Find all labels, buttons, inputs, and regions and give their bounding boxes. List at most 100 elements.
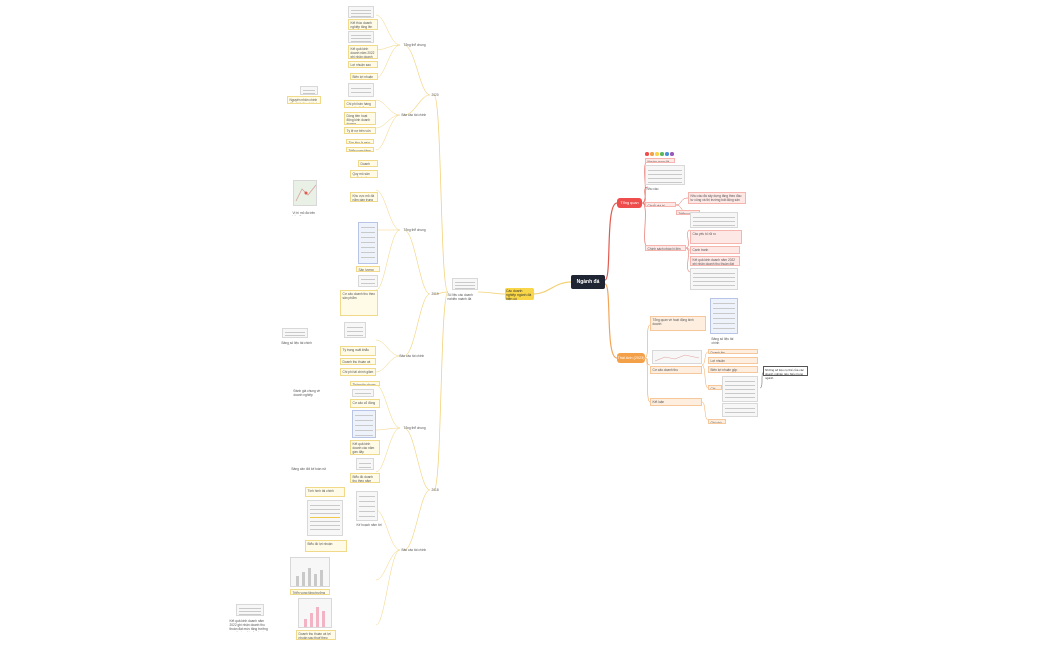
sec2-side-node-1[interactable]: Vị trí mỏ đá trên bản đồ — [292, 211, 316, 216]
thai-anh-node-8[interactable]: Ghi chú — [708, 419, 726, 424]
sec1-side-thumbnail — [300, 86, 318, 95]
section-report-1[interactable]: Bảo cáo tài chính 2022 — [401, 113, 427, 117]
overview-node-2[interactable]: Nhu cầu — [646, 187, 659, 191]
thai-anh-node-7[interactable]: Kết luận — [650, 398, 702, 406]
overview-thumbnail-3 — [690, 268, 738, 290]
sec3-doc-thumbnail — [307, 500, 343, 536]
section-report-3[interactable]: Bảo cáo tài chính 2022 — [401, 548, 427, 552]
sec2-node-5[interactable]: Cơ cấu doanh thu theo sản phẩm — [340, 290, 378, 316]
thai-anh-node-6[interactable]: Chi tiết — [708, 385, 722, 390]
sec3-bar-chart-thumbnail — [290, 557, 330, 587]
sec1-node-5[interactable]: Chi phí bán hàng và quản lý được kiểm so… — [344, 100, 376, 108]
sec3-side-node-2[interactable]: Bảng cân đối kế toán rút gọn — [291, 467, 327, 472]
sec3-pink-chart-thumbnail — [298, 598, 332, 628]
sec3-node-6[interactable]: Kế hoạch năm tới — [356, 523, 382, 527]
sec3-node-8[interactable]: Triển vọng tăng trưởng năm tiếp theo — [290, 589, 330, 595]
purple-dot-icon[interactable] — [670, 152, 674, 156]
overview-node-7[interactable]: Các yếu tố rủi ro — [690, 230, 742, 244]
yellow-dot-icon[interactable] — [655, 152, 659, 156]
sec2-node-6[interactable]: Tỷ trọng xuất khẩu — [340, 346, 376, 356]
sec3-side-thumbnail — [236, 604, 264, 616]
overview-node-10[interactable]: Kết quả kinh doanh năm 2022 ghi nhận doa… — [690, 256, 740, 266]
sec3-node-7-label[interactable]: Biểu đồ lợi nhuận — [305, 540, 347, 552]
overview-node-5[interactable]: Nhu cầu đá xây dựng tăng theo đầu tư côn… — [688, 192, 746, 204]
sec2-node-8[interactable]: Chi phí tài chính giảm — [340, 368, 376, 376]
thai-anh-table-thumbnail — [710, 298, 738, 334]
sec2-table-thumbnail — [358, 222, 378, 264]
sec1-chart-thumbnail — [348, 83, 374, 97]
thai-anh-node-2[interactable]: Cơ cấu doanh thu — [650, 366, 702, 374]
line-chart-icon — [654, 354, 700, 362]
mindmap-root[interactable]: Ngành đá — [571, 275, 605, 289]
sec2-side-node-2[interactable]: Bảng số liệu tài chính tóm tắt — [281, 341, 312, 345]
sec1-thumbnail-2 — [348, 31, 374, 43]
sec3-thumbnail-3 — [356, 491, 378, 521]
sec3-node-1[interactable]: Thông tin chung về doanh nghiệp và lĩnh … — [350, 381, 380, 386]
thai-anh-node-1[interactable]: Tổng quan về hoạt động kinh doanh — [650, 316, 706, 331]
thai-anh-chart-thumbnail — [652, 350, 702, 364]
sec3-node-4[interactable]: Biểu đồ doanh thu theo năm — [350, 473, 380, 483]
blue-dot-icon[interactable] — [665, 152, 669, 156]
section-report-2[interactable]: Bảo cáo tài chính 2022 — [399, 354, 425, 358]
branch-overview[interactable]: Tổng quan — [617, 198, 642, 208]
sec3-thumbnail-2 — [356, 458, 374, 470]
sec1-node-8[interactable]: Tồn kho ở mức hợp lý — [346, 139, 374, 144]
callout-note[interactable]: Những số liệu cụ thể của các doanh nghiệ… — [763, 366, 808, 380]
branch-thai-anh[interactable]: Thái Anh (2023) — [617, 353, 645, 363]
sec2-node-7[interactable]: Doanh thu thuần và lợi nhuận sau thuế th… — [340, 358, 376, 365]
orange-dot-icon[interactable] — [650, 152, 654, 156]
sec2-node-2[interactable]: Quy mô sản xuất và công suất khai thác đ… — [350, 170, 378, 178]
branch-companies[interactable]: Các doanh nghiệp ngành đá hiện có — [505, 288, 534, 301]
year-node-2020[interactable]: 2020 — [431, 93, 439, 97]
overview-thumbnail-2 — [690, 212, 738, 228]
thai-anh-doc-thumbnail-2 — [722, 403, 758, 417]
sec3-side-node-3[interactable]: Kết quả kinh doanh năm 2022 ghi nhận doa… — [229, 619, 268, 632]
year-node-2018[interactable]: 2018 — [431, 488, 439, 492]
pink-bar-chart-icon — [304, 607, 325, 627]
sec2-map-thumbnail — [293, 180, 317, 206]
sec3-side-node-1[interactable]: Đánh giá chung về doanh nghiệp — [293, 389, 321, 397]
overview-node-9[interactable]: Cạnh tranh — [690, 246, 740, 254]
overview-node-1[interactable]: Nguồn cung đá — [645, 158, 675, 163]
sec3-table-thumbnail — [352, 410, 376, 438]
sec3-node-9[interactable]: Doanh thu thuần và lợi nhuận sau thuế th… — [296, 630, 336, 640]
map-icon — [295, 184, 316, 202]
node-toolbar[interactable] — [645, 151, 679, 157]
sec1-node-4[interactable]: Biên lợi nhuận gộp cải thiện đáng kể — [350, 73, 378, 80]
sec2-thumbnail-2 — [358, 275, 378, 287]
thai-anh-node-3[interactable]: Doanh thu — [708, 349, 758, 354]
sec3-node-3[interactable]: Kết quả kinh doanh các năm gần đây — [350, 440, 380, 455]
section-general-2[interactable]: Tổng thể chung — [403, 228, 426, 232]
thai-anh-node-4[interactable]: Lợi nhuận — [708, 357, 758, 364]
sec2-thumbnail-3 — [344, 322, 366, 338]
sec2-node-4[interactable]: Sản lượng tiêu thụ tăng trưởng ổn định q… — [356, 266, 380, 272]
red-dot-icon[interactable] — [645, 152, 649, 156]
sec2-node-1[interactable]: Doanh nghiệp có vị trí thuận lợi — [358, 160, 378, 167]
thai-anh-node-5[interactable]: Biên lợi nhuận gộp — [708, 366, 758, 373]
sec1-node-6[interactable]: Dòng tiền hoạt động kinh doanh dương — [344, 112, 376, 125]
overview-node-8[interactable]: Chính sách pháp lý liên quan — [645, 245, 686, 251]
companies-thumbnail — [452, 278, 478, 290]
sec2-node-3[interactable]: Khu vực mỏ đá nằm gần trung tâm phân phố… — [350, 192, 378, 202]
sec1-node-2[interactable]: Kết quả kinh doanh năm 2022 ghi nhận doa… — [348, 45, 378, 59]
sec1-side-node[interactable]: Nguyên nhân chính dẫn tới kết quả kinh d… — [287, 96, 321, 104]
bar-chart-icon — [296, 568, 323, 586]
sec1-node-3[interactable]: Lợi nhuận sau thuế đạt mức kỷ lục nhờ ch… — [348, 61, 378, 68]
sec3-node-5[interactable]: Tình hình tài chính — [305, 487, 345, 497]
sec1-node-1[interactable]: Kết thúc doanh nghiệp tăng lên trung bìn… — [348, 19, 378, 30]
thai-anh-table-label[interactable]: Bảng số liệu tài chính — [711, 337, 734, 344]
overview-thumbnail-1 — [645, 165, 685, 185]
sec3-thumbnail-1 — [352, 389, 374, 397]
green-dot-icon[interactable] — [660, 152, 664, 156]
companies-child-node[interactable]: Số liệu các doanh nghiệp ngành đá niêm y… — [447, 293, 473, 300]
year-node-2019[interactable]: 2019 — [431, 292, 439, 296]
sec1-node-7[interactable]: Tỷ lệ nợ trên vốn chủ sở hữu giảm so với… — [344, 127, 376, 134]
sec1-node-9[interactable]: Triển vọng tăng trưởng năm tiếp theo — [346, 147, 374, 152]
overview-node-3[interactable]: Chuỗi giá trị ngành đá — [645, 202, 676, 207]
section-general-3[interactable]: Tổng thể chung — [403, 426, 426, 430]
sec3-node-2[interactable]: Cơ cấu cổ đông — [350, 399, 380, 408]
sec2-side-thumbnail-2 — [282, 328, 308, 338]
thai-anh-doc-thumbnail — [722, 376, 758, 402]
section-general-1[interactable]: Tổng thể chung — [403, 43, 426, 47]
